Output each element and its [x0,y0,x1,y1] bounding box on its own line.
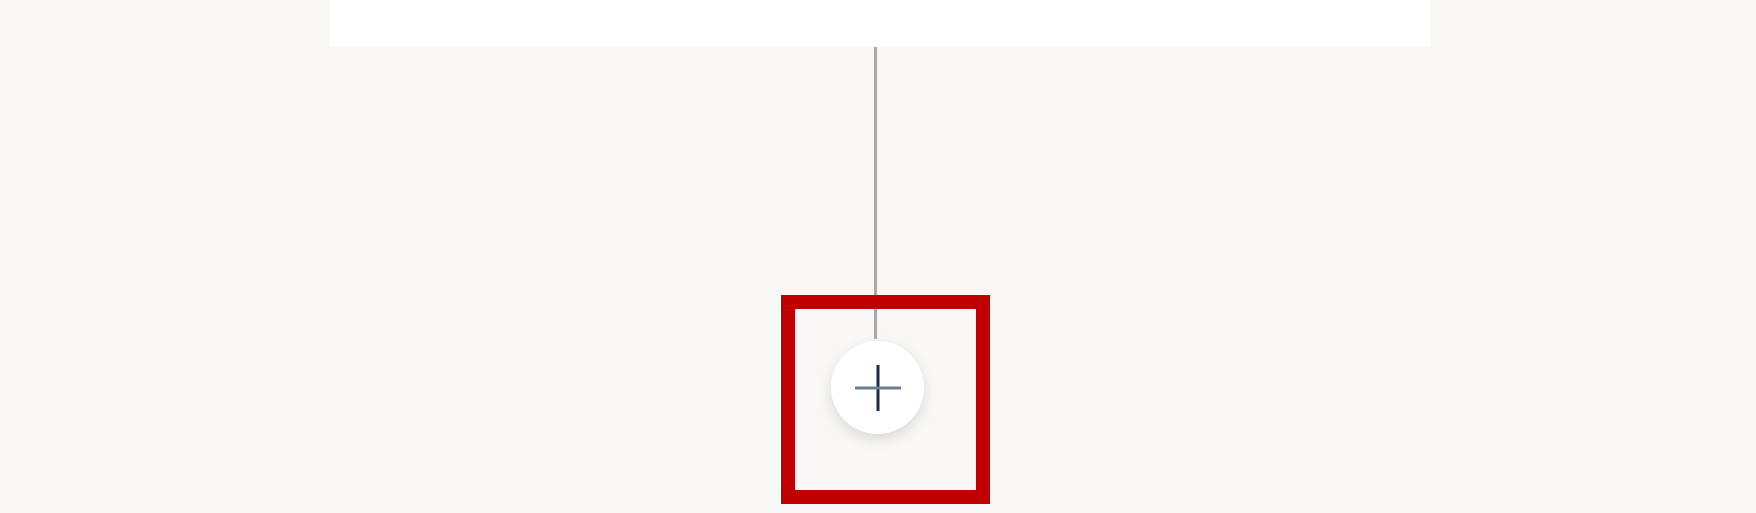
flow-step-card[interactable] [330,0,1430,47]
flow-connector-line [874,47,877,339]
add-step-button[interactable] [831,341,924,434]
plus-icon [854,364,901,411]
